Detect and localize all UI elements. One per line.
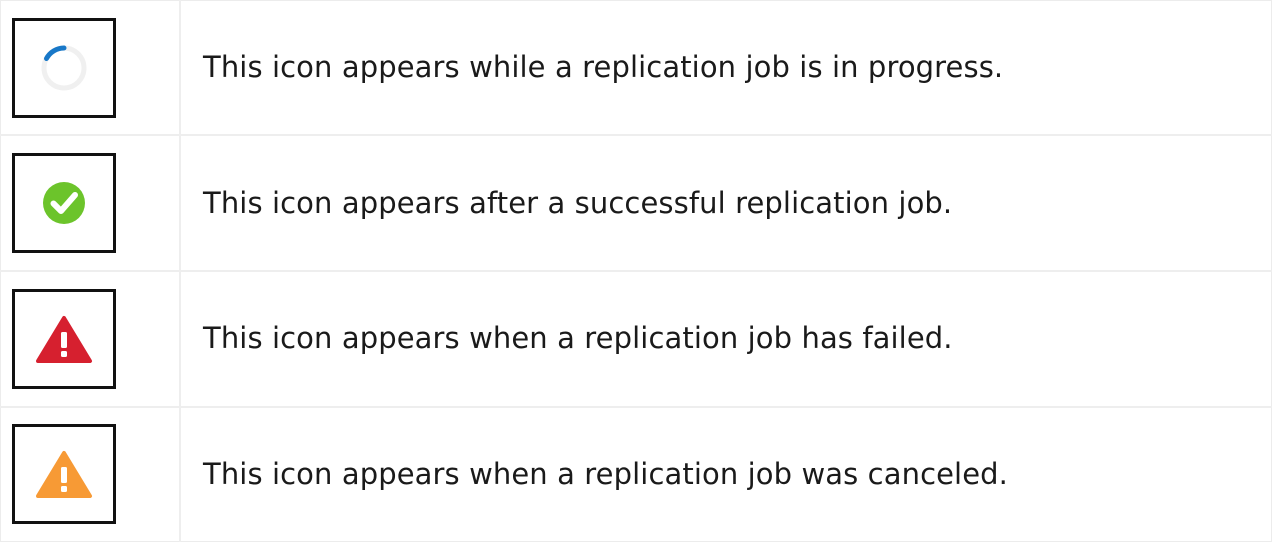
table-row: This icon appears when a replication job…: [0, 270, 1272, 407]
icon-cell: [0, 0, 181, 136]
table-row: This icon appears after a successful rep…: [0, 135, 1272, 271]
description-cell: This icon appears after a successful rep…: [180, 135, 1272, 271]
canceled-warning-triangle-icon: [36, 451, 92, 499]
table-row: This icon appears while a replication jo…: [0, 0, 1272, 136]
description-cell: This icon appears while a replication jo…: [180, 0, 1272, 136]
icon-frame: [12, 424, 116, 525]
icon-cell: [0, 270, 181, 407]
error-warning-triangle-icon: [36, 315, 92, 363]
icon-cell: [0, 135, 181, 271]
description-cell: This icon appears when a replication job…: [180, 406, 1272, 542]
row-description: This icon appears when a replication job…: [203, 456, 1008, 491]
icon-cell: [0, 406, 181, 542]
row-description: This icon appears when a replication job…: [203, 321, 953, 356]
icon-frame: [12, 17, 116, 118]
icon-frame: [12, 288, 116, 389]
description-cell: This icon appears when a replication job…: [180, 270, 1272, 407]
spinner-in-progress-icon: [41, 45, 87, 91]
icon-frame: [12, 153, 116, 254]
row-description: This icon appears after a successful rep…: [203, 185, 953, 220]
success-check-circle-icon: [43, 182, 85, 225]
table-row: This icon appears when a replication job…: [0, 406, 1272, 542]
row-description: This icon appears while a replication jo…: [203, 50, 1004, 85]
